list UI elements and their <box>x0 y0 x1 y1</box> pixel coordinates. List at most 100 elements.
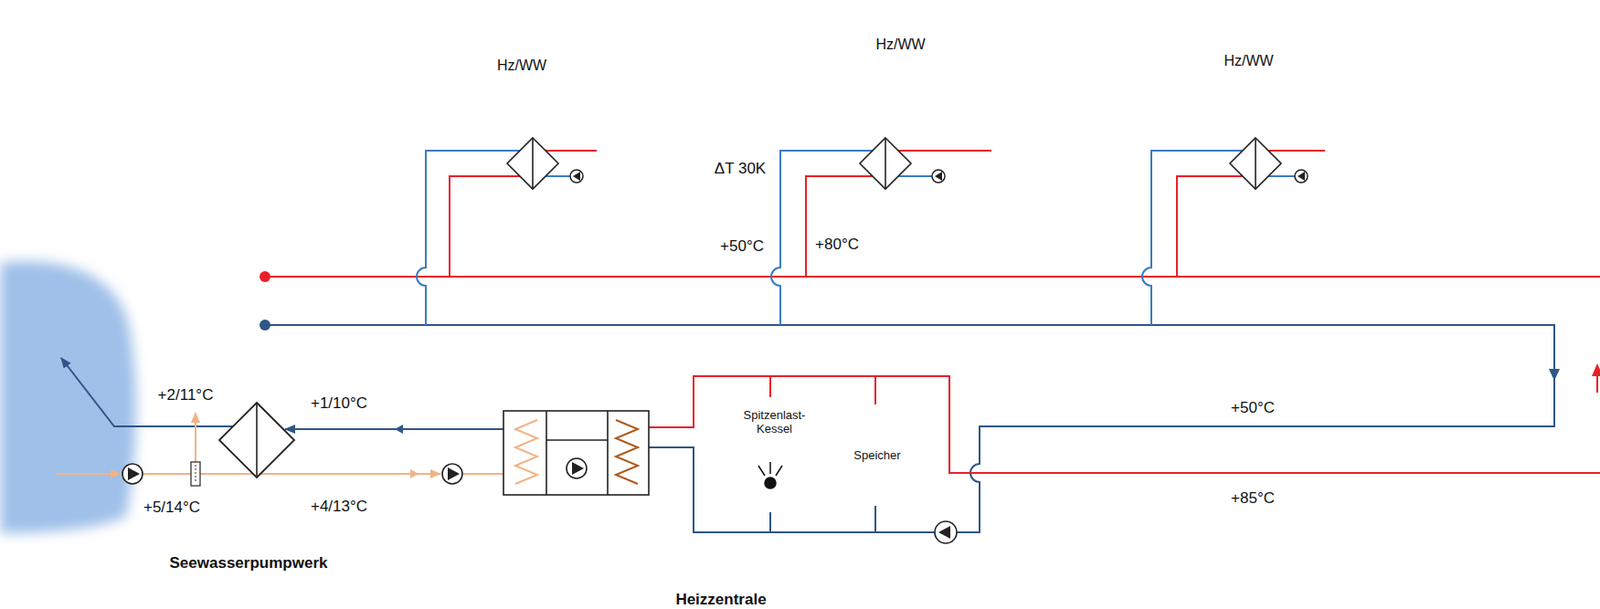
burner-symbol <box>764 477 776 489</box>
building-pipes <box>416 150 1325 326</box>
building-label: Hz/WW <box>770 36 1031 53</box>
flow-arrow <box>1591 363 1600 377</box>
return-pump <box>938 526 951 540</box>
line-start-dot <box>259 271 271 283</box>
area-heading: Heizzentrale <box>418 591 1024 609</box>
return-pump <box>934 521 957 544</box>
pumping-station-outline <box>102 361 395 546</box>
heating-plant-outline <box>418 353 1024 579</box>
lake <box>0 261 137 534</box>
temperature-label: +5/14°C <box>143 498 201 518</box>
seawater-pipes <box>418 428 504 431</box>
seawater-heat-exchanger <box>219 402 295 478</box>
seawater-pipes <box>194 413 197 463</box>
filter-symbol <box>195 465 197 484</box>
temperature-label: +80°C <box>815 235 859 255</box>
temperature-label: +2/11°C <box>158 386 214 405</box>
pumping-station-outline <box>102 361 395 546</box>
line-start-dot <box>259 319 271 331</box>
seawater-heat-exchanger <box>255 402 258 478</box>
building-outline <box>423 91 621 217</box>
heat-pump <box>515 420 538 485</box>
pipe-connector <box>410 469 419 479</box>
temperature-label: ΔT 30K <box>714 159 766 179</box>
seawater-pipes <box>463 473 504 476</box>
building-pipes <box>449 176 520 277</box>
building-pipes <box>1268 149 1325 152</box>
heat-pump <box>503 411 649 496</box>
network-pipes <box>264 276 1600 533</box>
burner-symbol <box>758 462 783 489</box>
plant-drawing <box>859 137 912 190</box>
building-pipes <box>416 150 520 326</box>
lake <box>0 261 137 534</box>
network-pipes <box>264 275 1600 278</box>
building: Hz/WW <box>423 35 621 217</box>
heat-pump <box>615 420 638 485</box>
seawater-pipes <box>55 473 121 476</box>
plant-drawing <box>1294 169 1308 183</box>
temperature-label: +1/10°C <box>310 394 368 414</box>
temperature-label: +4/13°C <box>310 498 368 517</box>
building-pipes <box>1142 150 1243 326</box>
plant-drawing <box>507 137 559 190</box>
plant-drawing <box>932 169 945 183</box>
temperature-label: +50°C <box>720 237 764 256</box>
network-pipes <box>770 376 876 405</box>
building-pipes <box>1176 176 1243 277</box>
seawater-pipes <box>61 358 234 427</box>
building-pipes <box>771 150 873 326</box>
building: Hz/WW <box>770 10 1031 217</box>
plant-drawing <box>122 464 143 485</box>
heating-plant: HeizzentraleSpitzenlast- KesselSpeicher <box>418 353 1024 579</box>
return-pump <box>934 521 957 544</box>
temperature-label: +85°C <box>1230 489 1275 509</box>
component-label: Speicher <box>842 448 912 463</box>
building-pipes <box>545 149 597 152</box>
storage-tank: Speicher <box>842 404 912 507</box>
building-outline <box>1143 88 1355 213</box>
pumping-station: Seewasserpumpwerk <box>102 361 395 546</box>
peak-boiler-outline <box>729 398 820 512</box>
heat-pump <box>546 411 608 496</box>
network-pipes <box>639 447 935 533</box>
seawater-pipes <box>285 428 395 431</box>
network-pipes <box>264 325 1555 533</box>
burner-symbol <box>758 462 783 477</box>
heat-pump <box>503 411 649 496</box>
plant-drawing <box>570 169 583 183</box>
building-label: Hz/WW <box>1143 52 1355 70</box>
seawater-pipes <box>418 473 441 476</box>
building-label: Hz/WW <box>423 57 621 75</box>
storage-tank-outline <box>843 417 912 494</box>
pipe-connector <box>394 424 419 435</box>
heating-plant-outline <box>418 353 1024 579</box>
heat-pump <box>566 458 587 479</box>
building-outline <box>423 35 621 92</box>
building-outline <box>770 10 1031 76</box>
building-pipes <box>898 175 933 178</box>
building-pipes <box>1268 175 1295 178</box>
seawater-heat-exchanger <box>219 402 295 478</box>
seawater-pipes <box>142 473 395 476</box>
flow-arrow <box>1548 369 1560 382</box>
filter-symbol <box>190 462 201 487</box>
seawater-pipes <box>55 358 504 475</box>
building-outline <box>770 75 1031 217</box>
network-pipes <box>770 506 876 533</box>
area-heading: Seewasserpumpwerk <box>102 554 395 573</box>
building-pipes <box>805 176 873 277</box>
building-outline <box>1143 30 1355 89</box>
pipe-connector <box>394 469 419 479</box>
building-pipes <box>545 175 571 178</box>
storage-tank-outline <box>843 405 912 506</box>
peak-boiler: Spitzenlast- Kessel <box>728 397 821 513</box>
building-pipes <box>898 149 992 152</box>
building: Hz/WW <box>1143 30 1355 213</box>
pipe-connector <box>394 424 403 435</box>
network-pipes <box>639 376 1600 474</box>
plant-drawing <box>442 464 463 485</box>
plant-drawing <box>1229 137 1282 190</box>
